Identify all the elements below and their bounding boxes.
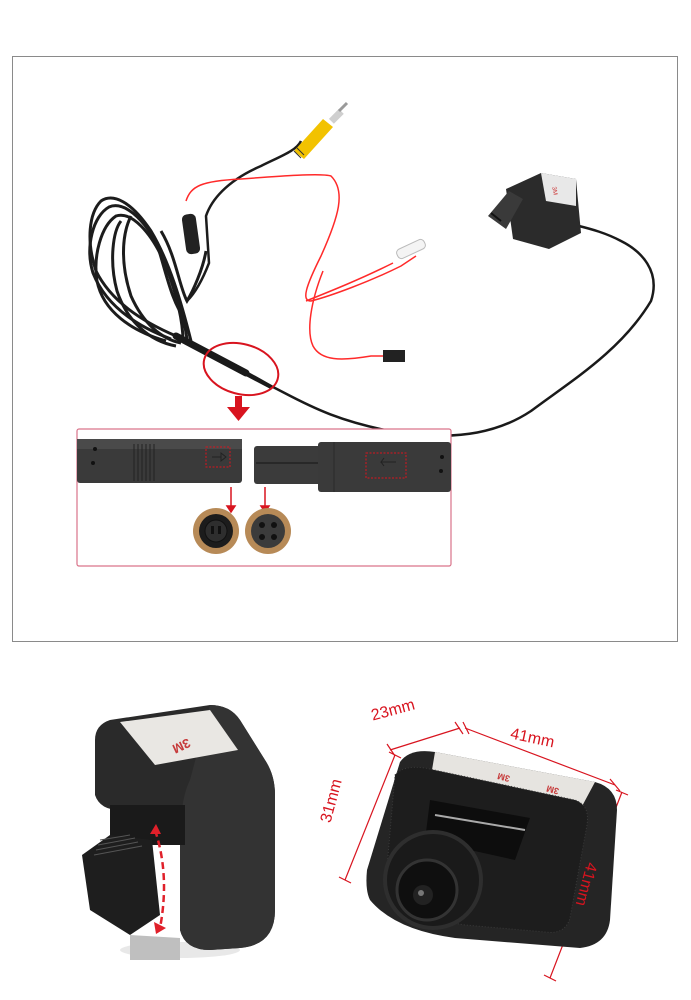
- camera-cable: [185, 224, 655, 437]
- svg-text:3M: 3M: [496, 771, 511, 784]
- female-pin-face: [245, 508, 291, 554]
- power-wires: [185, 174, 417, 360]
- fuse-terminal: [396, 238, 426, 260]
- rca-plug: [293, 101, 349, 159]
- female-connector-half: [254, 442, 451, 492]
- inline-fuse-holder: [181, 213, 201, 255]
- camera-dimensions-photo: 3M 3M 23mm 41mm 31mm 41mm: [318, 697, 645, 990]
- connector-highlight-circle: [202, 341, 280, 397]
- camera-rotation-photo: 3M: [70, 700, 310, 960]
- male-pin-face: [193, 508, 239, 554]
- svg-text:3M: 3M: [545, 783, 560, 796]
- two-pin-connector: [383, 350, 405, 362]
- adhesive-label: 3M: [170, 735, 193, 756]
- product-overview-panel: 3M: [12, 56, 678, 642]
- camera-module-small: 3M: [488, 173, 581, 249]
- adhesive-pad: [120, 710, 238, 765]
- male-connector-half: [77, 439, 242, 483]
- svg-text:3M: 3M: [550, 186, 557, 195]
- cable-assembly-illustration: 3M: [76, 101, 655, 567]
- rotation-arrow-icon: [153, 829, 166, 929]
- zoom-arrow-icon: [227, 396, 250, 421]
